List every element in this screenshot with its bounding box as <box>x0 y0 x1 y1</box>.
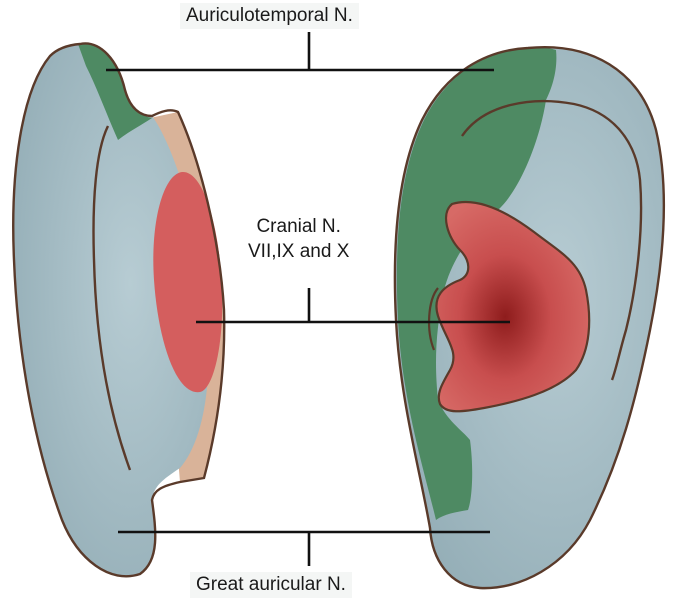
lateral-ear-outline <box>393 46 666 590</box>
posterior-ear-body-great-auricular <box>13 43 209 577</box>
lateral-tragus-line <box>427 287 439 351</box>
auriculotemporal-label: Auriculotemporal N. <box>180 3 359 29</box>
leader-lines <box>106 32 510 566</box>
posterior-helix-line <box>92 125 132 471</box>
posterior-cranial-region <box>153 171 223 393</box>
lateral-ear <box>393 46 666 590</box>
posterior-ear <box>12 42 226 578</box>
lateral-helix-fold-line <box>461 99 643 381</box>
posterior-auriculotemporal-region <box>78 43 152 140</box>
posterior-ear-outline <box>12 42 226 578</box>
lateral-auriculotemporal-region <box>396 47 557 520</box>
lateral-cranial-region <box>436 202 590 412</box>
cranial-nerves-label: Cranial N. VII,IX and X <box>244 211 354 267</box>
great-auricular-label: Great auricular N. <box>190 572 352 598</box>
lateral-concha-outline <box>435 201 591 413</box>
cranial-label-line2: VII,IX and X <box>248 241 350 262</box>
cranial-label-line1: Cranial N. <box>256 216 341 237</box>
